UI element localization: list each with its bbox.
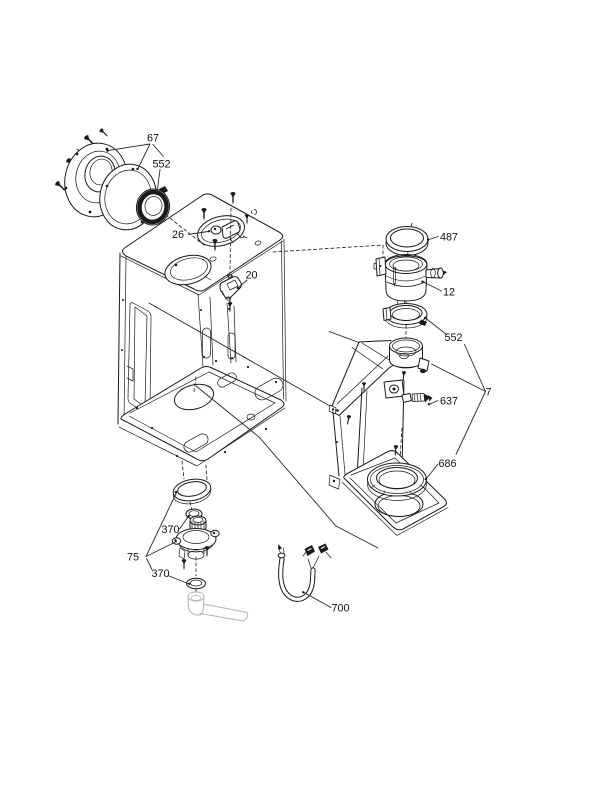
gasket-370-lower xyxy=(186,577,206,590)
ring-686 xyxy=(367,462,427,501)
svg-text:552: 552 xyxy=(153,159,171,171)
valve-637 xyxy=(383,379,433,403)
part-label-700: 700 xyxy=(302,591,350,615)
svg-text:370: 370 xyxy=(152,568,170,580)
top-opening-left xyxy=(164,254,212,286)
svg-text:637: 637 xyxy=(440,396,458,408)
hose-700 xyxy=(277,543,332,602)
housing-cabinet xyxy=(117,191,287,467)
part-label-12: 12 xyxy=(421,280,455,299)
part-label-487: 487 xyxy=(426,232,458,244)
large-ring xyxy=(172,478,212,505)
part-label-552-left: 552 xyxy=(153,159,171,196)
svg-text:20: 20 xyxy=(246,270,258,282)
svg-text:26: 26 xyxy=(172,229,184,241)
part-label-67: 67 xyxy=(106,133,164,171)
shank-hub xyxy=(171,515,220,560)
part-label-686: 686 xyxy=(424,458,457,481)
svg-text:686: 686 xyxy=(439,458,457,470)
part-label-552-right: 552 xyxy=(423,316,463,344)
svg-text:487: 487 xyxy=(440,232,458,244)
part-label-7: 7 xyxy=(431,344,492,455)
part-label-26: 26 xyxy=(172,229,211,241)
faded-elbow-tube xyxy=(187,591,249,622)
part-labels: 67 552 26 20 487 12 xyxy=(106,133,492,615)
bracket-part-20 xyxy=(219,276,242,313)
part-label-20: 20 xyxy=(236,270,258,290)
faucet-shank-assembly xyxy=(171,460,249,622)
part-label-637: 637 xyxy=(427,396,458,408)
container-12 xyxy=(373,254,447,311)
svg-text:75: 75 xyxy=(127,552,139,564)
svg-text:12: 12 xyxy=(443,287,455,299)
ring-552-right xyxy=(382,303,428,329)
funnel-frame-assembly xyxy=(328,222,449,536)
svg-text:370: 370 xyxy=(162,524,180,536)
ring-487 xyxy=(385,226,429,256)
part-label-370-upper: 370 xyxy=(162,515,190,536)
part-label-370-lower: 370 xyxy=(152,568,191,585)
probe-part-26 xyxy=(210,220,245,244)
gasket-552-left xyxy=(135,186,171,226)
svg-text:67: 67 xyxy=(147,133,159,145)
svg-text:552: 552 xyxy=(445,332,463,344)
svg-text:7: 7 xyxy=(486,387,492,399)
part-label-75: 75 xyxy=(127,492,177,570)
reference-lines xyxy=(148,244,384,549)
flange-assembly xyxy=(54,127,171,231)
frame-7 xyxy=(328,331,449,536)
svg-text:700: 700 xyxy=(332,603,350,615)
